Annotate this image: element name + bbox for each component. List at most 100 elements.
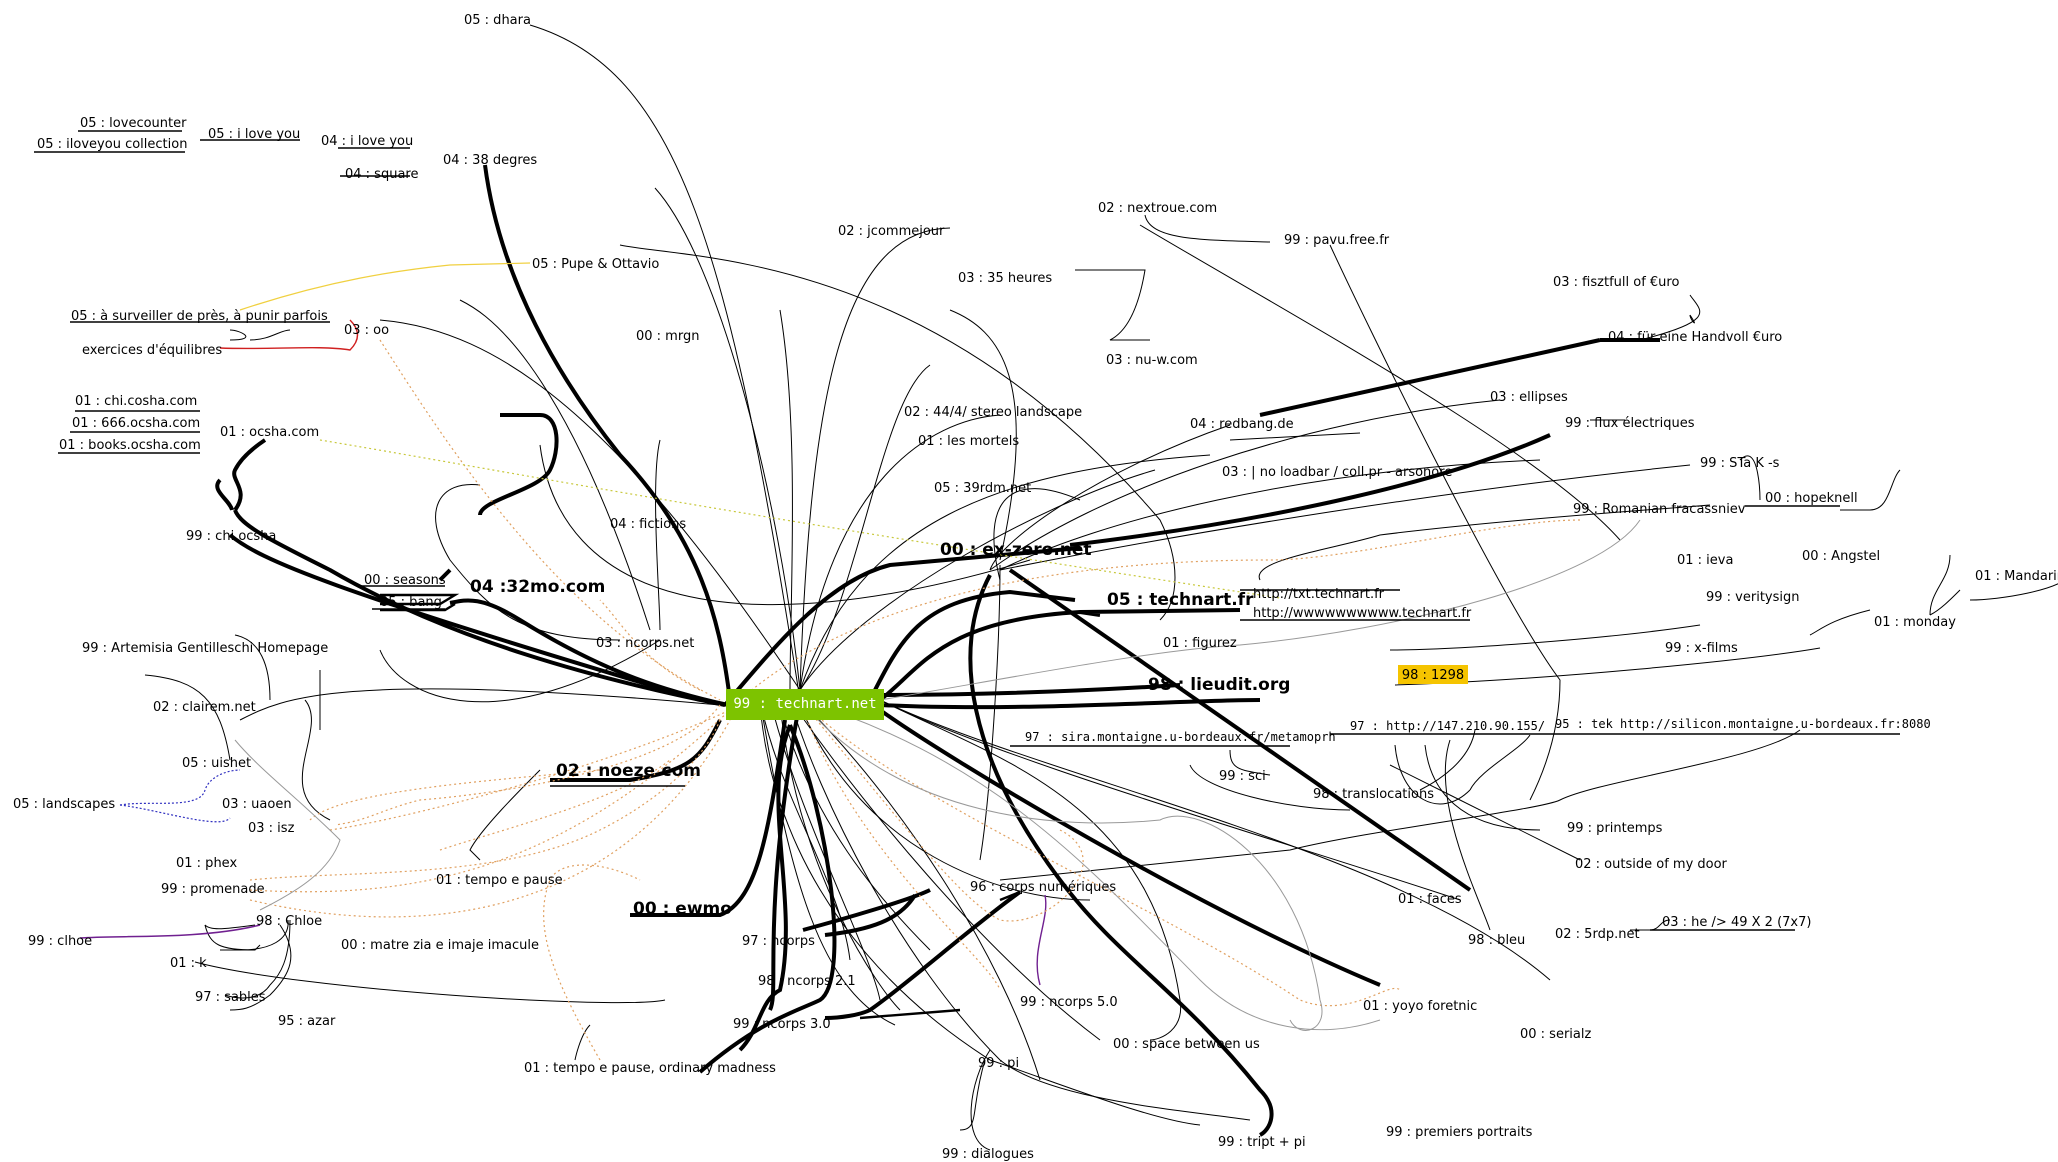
- node-serialz[interactable]: 00 : serialz: [1520, 1027, 1591, 1042]
- node-ip[interactable]: 97 : http://147.210.90.155/: [1350, 719, 1545, 733]
- node-clairem[interactable]: 02 : clairem.net: [153, 700, 256, 715]
- hub-lieudit[interactable]: 98 : lieudit.org: [1148, 675, 1290, 695]
- node-corps-numeriques[interactable]: 96 : corps numériques: [970, 880, 1116, 895]
- node-39rdm[interactable]: 05 : 39rdm.net: [934, 481, 1031, 496]
- node-chi-ocsha[interactable]: 99 : chi ocsha: [186, 529, 276, 544]
- node-iloveyou-collection[interactable]: 05 : iloveyou collection: [37, 137, 187, 152]
- ncorps50-purple-link: [1036, 894, 1047, 986]
- node-romanian[interactable]: 99 : Romanian fracassniev: [1573, 502, 1746, 517]
- node-fictions[interactable]: 04 : fictions: [610, 517, 686, 532]
- node-pavu[interactable]: 99 : pavu.free.fr: [1284, 233, 1390, 248]
- node-nu-w[interactable]: 03 : nu-w.com: [1106, 353, 1198, 368]
- node-he-49x2[interactable]: 03 : he /> 49 X 2 (7x7): [1662, 915, 1811, 930]
- node-stereo-landscape[interactable]: 02 : 44/4/ stereo landscape: [904, 405, 1082, 420]
- root-node[interactable]: 99 : technart.net: [726, 689, 884, 720]
- node-www-technart[interactable]: http://wwwwwwwwww.technart.fr: [1253, 606, 1472, 621]
- gray-links: [234, 519, 1641, 1031]
- node-ilove-05[interactable]: 05 : i love you: [208, 127, 300, 142]
- node-faces[interactable]: 01 : faces: [1398, 892, 1462, 907]
- node-les-mortels[interactable]: 01 : les mortels: [918, 434, 1019, 449]
- node-bang[interactable]: 05 : bang: [380, 595, 442, 610]
- node-outside-of-my-door[interactable]: 02 : outside of my door: [1575, 857, 1728, 872]
- node-fisztfull[interactable]: 03 : fisztfull of €uro: [1553, 275, 1679, 290]
- node-sci[interactable]: 99 : sci: [1219, 769, 1266, 784]
- node-uaoen[interactable]: 03 : uaoen: [222, 797, 292, 812]
- node-azar[interactable]: 95 : azar: [278, 1014, 336, 1029]
- node-ellipses[interactable]: 03 : ellipses: [1490, 390, 1568, 405]
- node-seasons[interactable]: 00 : seasons: [364, 573, 446, 588]
- node-matre-zia[interactable]: 00 : matre zia e imaje imacule: [341, 938, 539, 953]
- node-yoyo-foretnic[interactable]: 01 : yoyo foretnic: [1363, 999, 1477, 1014]
- node-handvoll[interactable]: 04 : für eine Handvoll €uro: [1608, 330, 1782, 345]
- badge-node[interactable]: 98 : 1298: [1398, 665, 1468, 684]
- node-ncorps-21[interactable]: 98 : ncorps 2.1: [758, 974, 856, 989]
- node-38-degres[interactable]: 04 : 38 degres: [443, 153, 537, 168]
- node-sira[interactable]: 97 : sira.montaigne.u-bordeaux.fr/metamo…: [1025, 730, 1336, 744]
- node-space-between-us[interactable]: 00 : space between us: [1113, 1037, 1260, 1052]
- node-phex[interactable]: 01 : phex: [176, 856, 237, 871]
- node-lovecounter[interactable]: 05 : lovecounter: [80, 116, 187, 131]
- node-veritysign[interactable]: 99 : veritysign: [1706, 590, 1800, 605]
- node-ncorps-97[interactable]: 97 : ncorps: [742, 934, 815, 949]
- node-underlines: [34, 130, 1900, 931]
- node-bleu[interactable]: 98 : bleu: [1468, 933, 1525, 948]
- node-dialogues[interactable]: 99 : dialogues: [942, 1147, 1034, 1162]
- node-tript-pi[interactable]: 99 : tript + pi: [1218, 1135, 1306, 1150]
- node-tempo-ordinary[interactable]: 01 : tempo e pause, ordinary madness: [524, 1061, 776, 1076]
- node-jcommejour[interactable]: 02 : jcommejour: [838, 224, 945, 239]
- node-surveiller[interactable]: 05 : à surveiller de près, à punir parfo…: [71, 309, 328, 324]
- node-dhara[interactable]: 05 : dhara: [464, 13, 531, 28]
- node-redbang[interactable]: 04 : redbang.de: [1190, 417, 1294, 432]
- node-ilove-04[interactable]: 04 : i love you: [321, 134, 413, 149]
- node-isz[interactable]: 03 : isz: [248, 821, 295, 836]
- node-promenade[interactable]: 99 : promenade: [161, 882, 265, 897]
- node-premiers-portraits[interactable]: 99 : premiers portraits: [1386, 1125, 1533, 1140]
- hub-ewmo[interactable]: 00 : ewmo: [633, 899, 732, 919]
- node-mandarines[interactable]: 01 : Mandarines: [1975, 569, 2058, 584]
- node-flux-electriques[interactable]: 99 : flux électriques: [1565, 416, 1695, 431]
- node-ncorps-50[interactable]: 99 : ncorps 5.0: [1020, 995, 1118, 1010]
- node-5rdp[interactable]: 02 : 5rdp.net: [1555, 927, 1640, 942]
- hub-exzero[interactable]: 00 : ex-zero.net: [940, 540, 1092, 560]
- hub-technart-fr[interactable]: 05 : technart.fr: [1107, 590, 1254, 610]
- node-ncorps-net[interactable]: 03 : ncorps.net: [596, 636, 694, 651]
- node-tek[interactable]: 95 : tek http://silicon.montaigne.u-bord…: [1555, 717, 1931, 731]
- node-k[interactable]: 01 : k: [170, 956, 207, 971]
- node-hopeknell[interactable]: 00 : hopeknell: [1765, 491, 1858, 506]
- hub-32mo[interactable]: 04 :32mo.com: [470, 577, 605, 597]
- node-artemisia[interactable]: 99 : Artemisia Gentilleschi Homepage: [82, 641, 328, 656]
- node-chloe[interactable]: 98 : Chloe: [256, 914, 322, 929]
- node-txt-technart[interactable]: http://txt.technart.fr: [1253, 587, 1385, 602]
- node-translocations[interactable]: 98 : translocations: [1313, 787, 1434, 802]
- node-landscapes[interactable]: 05 : landscapes: [13, 797, 115, 812]
- node-pupe-ottavio[interactable]: 05 : Pupe & Ottavio: [532, 257, 659, 272]
- node-monday[interactable]: 01 : monday: [1874, 615, 1956, 630]
- node-oo[interactable]: 03 : oo: [344, 323, 389, 338]
- node-35-heures[interactable]: 03 : 35 heures: [958, 271, 1052, 286]
- node-angstel[interactable]: 00 : Angstel: [1802, 549, 1880, 564]
- node-printemps[interactable]: 99 : printemps: [1567, 821, 1663, 836]
- connector-lines: [79, 24, 2058, 1151]
- node-clhoe[interactable]: 99 : clhoe: [28, 934, 92, 949]
- node-x-films[interactable]: 99 : x-films: [1665, 641, 1738, 656]
- node-ncorps-30[interactable]: 99 : ncorps 3.0: [733, 1017, 831, 1032]
- node-666-ocsha[interactable]: 01 : 666.ocsha.com: [72, 416, 200, 431]
- node-ocsha[interactable]: 01 : ocsha.com: [220, 425, 319, 440]
- url-nodes: 97 : sira.montaigne.u-bordeaux.fr/metamo…: [1025, 587, 1931, 744]
- node-tempo-e-pause[interactable]: 01 : tempo e pause: [436, 873, 563, 888]
- hub-noeze[interactable]: 02 : noeze.com: [556, 761, 701, 781]
- hub-nodes: 00 : ex-zero.net 05 : technart.fr 98 : l…: [470, 540, 1290, 919]
- node-ieva[interactable]: 01 : ieva: [1677, 553, 1733, 568]
- node-pi[interactable]: 99 : pi: [978, 1056, 1019, 1071]
- node-uishet[interactable]: 05 : uishet: [182, 756, 251, 771]
- node-figurez[interactable]: 01 : figurez: [1163, 636, 1237, 651]
- node-nextroue[interactable]: 02 : nextroue.com: [1098, 201, 1217, 216]
- node-books-ocsha[interactable]: 01 : books.ocsha.com: [59, 438, 201, 453]
- node-exercices[interactable]: exercices d'équilibres: [82, 343, 222, 358]
- node-mrgn[interactable]: 00 : mrgn: [636, 329, 699, 344]
- node-square[interactable]: 04 : square: [345, 167, 418, 182]
- node-sables[interactable]: 97 : sables: [195, 990, 266, 1005]
- node-chi-cosha[interactable]: 01 : chi.cosha.com: [75, 394, 197, 409]
- node-no-loadbar[interactable]: 03 : | no loadbar / coll.pr - arsonore: [1222, 465, 1452, 480]
- node-stak[interactable]: 99 : STa K -s: [1700, 456, 1780, 471]
